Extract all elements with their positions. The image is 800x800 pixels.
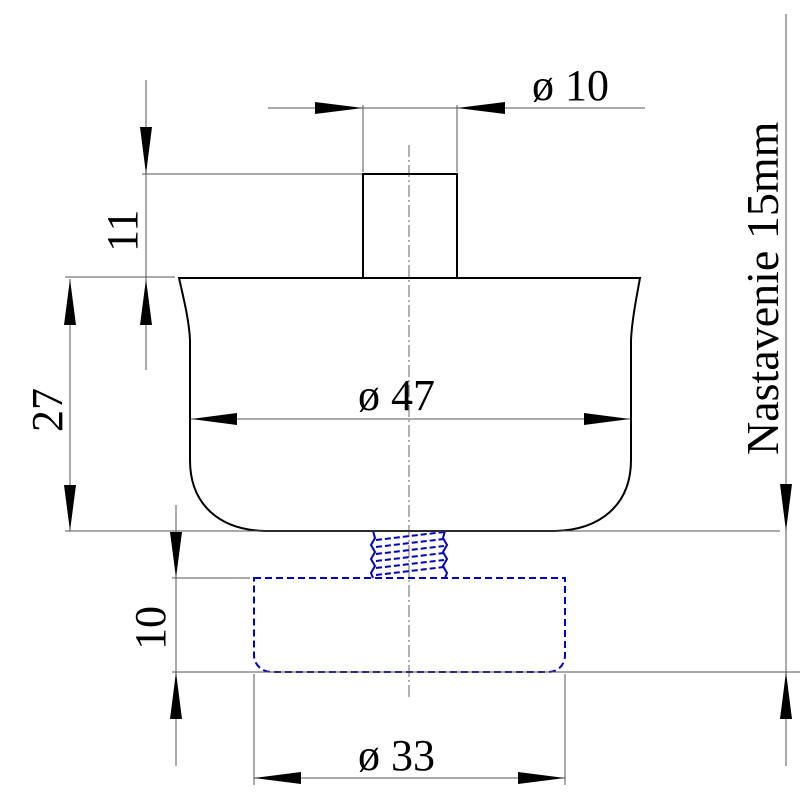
pin-outline bbox=[362, 173, 458, 279]
pin-diameter-label: ø 10 bbox=[532, 61, 609, 110]
body-diameter-label: ø 47 bbox=[358, 371, 435, 420]
foot-pad-outline bbox=[253, 577, 566, 673]
thread-stud bbox=[369, 530, 449, 579]
dimension-pad-height: 10 bbox=[126, 505, 800, 766]
dimension-adjustment: Nastavenie 15mm bbox=[737, 14, 792, 766]
pad-diameter-label: ø 33 bbox=[358, 731, 435, 780]
dimension-body-diameter: ø 47 bbox=[191, 371, 630, 425]
dimension-body-height: 27 bbox=[23, 279, 780, 532]
pad-height-label: 10 bbox=[126, 606, 175, 650]
pin-height-label: 11 bbox=[98, 210, 147, 252]
body-height-label: 27 bbox=[23, 388, 72, 432]
dimension-pin-diameter: ø 10 bbox=[268, 61, 645, 172]
dimension-pin-height: 11 bbox=[65, 80, 362, 370]
adjustment-label: Nastavenie 15mm bbox=[737, 121, 788, 455]
dimension-pad-diameter: ø 33 bbox=[253, 674, 566, 785]
